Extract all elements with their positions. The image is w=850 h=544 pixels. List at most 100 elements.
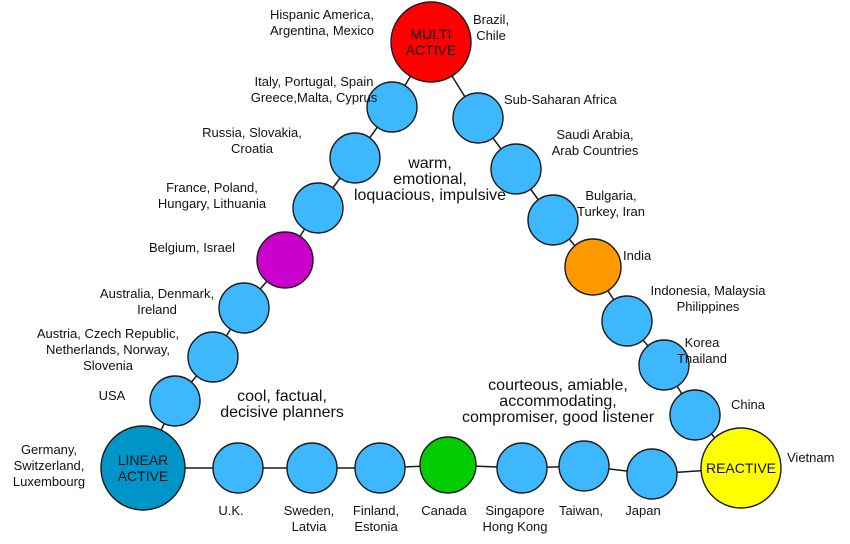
right-label-india: India — [623, 248, 652, 263]
linear-active-traits-line: decisive planners — [220, 404, 344, 421]
bottom-node-sweden — [286, 442, 338, 494]
multi-active-traits: warm,emotional,loquacious, impulsive — [354, 155, 506, 204]
multi-active-countries-left: Hispanic America,Argentina, Mexico — [270, 7, 374, 38]
left-label-italy-portugal-spain-line: Italy, Portugal, Spain — [255, 74, 374, 89]
reactive-traits-line: compromiser, good listener — [462, 409, 655, 426]
right-node-saudi-arabia — [490, 143, 542, 195]
multi-active-traits-line: emotional, — [393, 171, 467, 188]
left-label-france-poland-line: France, Poland, — [166, 180, 258, 195]
left-label-france-poland-line: Hungary, Lithuania — [158, 196, 267, 211]
multi-active-traits-line: loquacious, impulsive — [354, 187, 506, 204]
right-label-indonesia-malaysia-line: Indonesia, Malaysia — [651, 283, 767, 298]
left-label-usa-line: USA — [99, 388, 126, 403]
bottom-node-u-k — [212, 442, 264, 494]
right-label-saudi-arabia: Saudi Arabia,Arab Countries — [552, 127, 639, 158]
bottom-node-taiwan — [558, 440, 610, 492]
left-node-italy-portugal-spain — [366, 81, 418, 133]
multi-active-countries-right-line: Brazil, — [473, 12, 509, 27]
left-node-usa — [149, 375, 201, 427]
right-label-sub-saharan-africa: Sub-Saharan Africa — [504, 92, 618, 107]
multi-active-traits-line: warm, — [407, 155, 452, 172]
corner-label-reactive: REACTIVE — [706, 460, 776, 476]
right-label-bulgaria-line: Bulgaria, — [585, 188, 636, 203]
left-label-belgium-israel-line: Belgium, Israel — [149, 240, 235, 255]
linear-active-countries: Germany,Switzerland,Luxembourg — [13, 442, 85, 489]
right-label-sub-saharan-africa-line: Sub-Saharan Africa — [504, 92, 618, 107]
right-label-saudi-arabia-line: Arab Countries — [552, 143, 639, 158]
right-node-india — [564, 238, 622, 296]
bottom-node-japan — [626, 448, 678, 500]
bottom-label-canada: Canada — [421, 503, 467, 518]
corner-label-reactive-line: REACTIVE — [706, 460, 776, 476]
left-label-france-poland: France, Poland,Hungary, Lithuania — [158, 180, 267, 211]
left-label-australia-denmark: Australia, Denmark,Ireland — [100, 286, 214, 317]
linear-active-countries-line: Luxembourg — [13, 474, 85, 489]
left-node-russia-slovakia — [329, 132, 381, 184]
bottom-label-finland: Finland,Estonia — [353, 503, 399, 534]
multi-active-countries-left-line: Hispanic America, — [270, 7, 374, 22]
bottom-label-finland-line: Finland, — [353, 503, 399, 518]
left-label-austria-czech-republic-line: Netherlands, Norway, — [46, 342, 170, 357]
corner-label-multi-active-line: ACTIVE — [406, 42, 457, 58]
bottom-label-singapore-line: Hong Kong — [482, 519, 547, 534]
corner-node-multi-active — [390, 1, 472, 83]
right-label-saudi-arabia-line: Saudi Arabia, — [556, 127, 633, 142]
corner-node-linear-active — [100, 425, 186, 511]
left-label-austria-czech-republic: Austria, Czech Republic,Netherlands, Nor… — [37, 326, 179, 373]
reactive-traits-line: accommodating, — [499, 393, 616, 410]
linear-active-traits-line: cool, factual, — [237, 388, 327, 405]
multi-active-countries-right: Brazil,Chile — [473, 12, 509, 43]
left-label-australia-denmark-line: Ireland — [137, 302, 177, 317]
right-label-china: China — [731, 397, 766, 412]
right-label-bulgaria-line: Turkey, Iran — [577, 204, 645, 219]
right-node-korea — [638, 339, 690, 391]
bottom-label-japan: Japan — [625, 503, 660, 518]
multi-active-countries-right-line: Chile — [476, 28, 506, 43]
bottom-label-japan-line: Japan — [625, 503, 660, 518]
left-label-russia-slovakia-line: Russia, Slovakia, — [202, 125, 302, 140]
bottom-node-finland — [354, 442, 406, 494]
left-label-austria-czech-republic-line: Slovenia — [83, 358, 134, 373]
left-label-russia-slovakia-line: Croatia — [231, 141, 274, 156]
bottom-label-finland-line: Estonia — [354, 519, 398, 534]
left-node-austria-czech-republic — [187, 331, 239, 383]
nodes-layer — [100, 1, 782, 511]
reactive-traits-line: courteous, amiable, — [488, 377, 628, 394]
bottom-label-u-k-line: U.K. — [218, 503, 243, 518]
right-label-korea-line: Thailand — [677, 351, 727, 366]
right-label-indonesia-malaysia-line: Philippines — [677, 299, 740, 314]
right-label-bulgaria: Bulgaria,Turkey, Iran — [577, 188, 645, 219]
left-label-usa: USA — [99, 388, 126, 403]
right-node-china — [669, 389, 721, 441]
multi-active-countries-left-line: Argentina, Mexico — [270, 23, 374, 38]
right-label-india-line: India — [623, 248, 652, 263]
corner-label-linear-active-line: LINEAR — [118, 452, 169, 468]
corner-label-multi-active-line: MULTI — [411, 26, 452, 42]
linear-active-traits: cool, factual,decisive planners — [220, 388, 344, 421]
left-node-australia-denmark — [218, 282, 270, 334]
left-label-austria-czech-republic-line: Austria, Czech Republic, — [37, 326, 179, 341]
right-node-indonesia-malaysia — [601, 295, 653, 347]
bottom-label-sweden: Sweden,Latvia — [284, 503, 335, 534]
right-node-bulgaria — [527, 194, 579, 246]
bottom-label-canada-line: Canada — [421, 503, 467, 518]
bottom-node-singapore — [496, 442, 548, 494]
left-label-italy-portugal-spain-line: Greece,Malta, Cyprus — [251, 90, 378, 105]
right-label-china-line: China — [731, 397, 766, 412]
right-label-korea-line: Korea — [685, 335, 720, 350]
bottom-label-sweden-line: Latvia — [292, 519, 327, 534]
left-label-belgium-israel: Belgium, Israel — [149, 240, 235, 255]
bottom-label-u-k: U.K. — [218, 503, 243, 518]
bottom-label-sweden-line: Sweden, — [284, 503, 335, 518]
right-node-sub-saharan-africa — [452, 92, 504, 144]
linear-active-countries-line: Germany, — [21, 442, 77, 457]
bottom-label-singapore-line: Singapore — [485, 503, 544, 518]
corner-node-reactive — [700, 427, 782, 509]
